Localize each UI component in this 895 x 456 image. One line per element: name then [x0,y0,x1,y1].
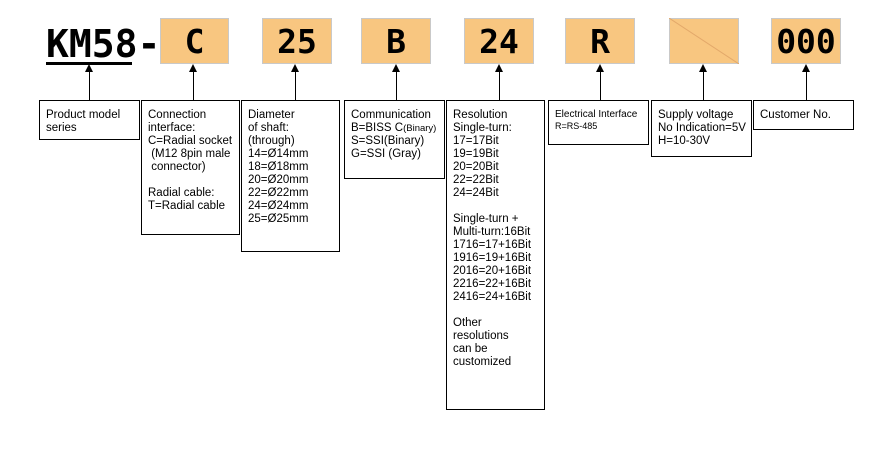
model-prefix: KM58- [46,22,161,66]
desc-interface-line: interface: [148,122,196,134]
desc-customer: Customer No. [753,100,854,130]
binary-suffix: (Binary) [403,123,437,134]
arrow-interface [189,64,197,72]
desc-resolution-line: resolutions [453,330,509,342]
code-box-customer: 000 [771,18,841,64]
desc-communication-line: Communication [351,109,431,121]
desc-resolution-line: Other [453,317,482,329]
desc-interface-line [148,174,234,187]
desc-resolution-line: 22=22Bit [453,174,499,186]
code-box-resolution: 24 [464,18,534,64]
desc-shaft-line: Diameter [248,109,295,121]
connector-line-supply [703,66,704,100]
desc-communication-line: S=SSI(Binary) [351,135,425,147]
desc-customer-line: Customer No. [760,109,831,121]
arrow-electrical [596,64,604,72]
desc-resolution-line: 19=19Bit [453,148,499,160]
desc-resolution-line: 2016=20+16Bit [453,265,532,277]
desc-series-line: series [46,122,77,134]
arrow-communication [392,64,400,72]
desc-communication-line: B=BISS C(Binary) [351,122,439,135]
arrow-supply [699,64,707,72]
desc-series: Product model series [39,100,140,140]
connector-line-series [89,66,90,100]
desc-resolution-line: 20=20Bit [453,161,499,173]
desc-electrical-line: R=RS-485 [555,121,598,131]
desc-shaft-line: (through) [248,135,295,147]
connector-line-communication [396,66,397,100]
desc-resolution-line: can be [453,343,488,355]
code-box-electrical: R [565,18,635,64]
desc-interface-line: (M12 8pin male [148,148,231,160]
desc-resolution-line: 24=24Bit [453,187,499,199]
desc-interface-line: C=Radial socket [148,135,233,147]
desc-interface-line: T=Radial cable [148,200,226,212]
desc-communication: Communication B=BISS C(Binary) S=SSI(Bin… [344,100,445,179]
arrow-customer [802,64,810,72]
arrow-resolution [495,64,503,72]
arrow-shaft [291,64,299,72]
desc-resolution-line: 1716=17+16Bit [453,239,532,251]
desc-interface-line: Radial cable: [148,187,215,199]
desc-shaft-line: 24=Ø24mm [248,200,309,212]
desc-shaft-line: 25=Ø25mm [248,213,309,225]
desc-interface-line: Connection [148,109,207,121]
desc-series-line: Product model [46,109,121,121]
supply-box-diagonal [669,18,739,64]
connector-line-customer [806,66,807,100]
desc-resolution-line: 2416=24+16Bit [453,291,532,303]
desc-resolution-line: Resolution [453,109,508,121]
code-box-communication: B [361,18,431,64]
desc-supply-line: No Indication=5V [658,122,746,134]
desc-electrical: Electrical Interface R=RS-485 [548,100,649,145]
code-box-interface: C [160,18,229,64]
arrow-series [85,64,93,72]
desc-shaft-line: of shaft: [248,122,289,134]
desc-shaft-line: 14=Ø14mm [248,148,309,160]
desc-resolution-line: Single-turn: [453,122,512,134]
connector-line-electrical [600,66,601,100]
connector-line-resolution [499,66,500,100]
desc-resolution-line: Multi-turn:16Bit [453,226,531,238]
code-box-shaft: 25 [262,18,332,64]
connector-line-shaft [295,66,296,100]
desc-shaft-line: 18=Ø18mm [248,161,309,173]
desc-interface-line: connector) [148,161,206,173]
desc-shaft-line: 20=Ø20mm [248,174,309,186]
desc-resolution-line: Single-turn + [453,213,519,225]
desc-resolution-line [453,304,539,317]
biss-c-text: B=BISS C [351,122,404,134]
desc-interface: Connection interface: C=Radial socket (M… [141,100,240,235]
desc-supply: Supply voltage No Indication=5V H=10-30V [651,100,752,157]
desc-shaft: Diameter of shaft: (through) 14=Ø14mm 18… [241,100,340,252]
desc-electrical-line: Electrical Interface [555,109,638,120]
model-underline [46,62,132,65]
desc-resolution-line: 1916=19+16Bit [453,252,532,264]
desc-communication-line: G=SSI (Gray) [351,148,421,160]
desc-resolution-line [453,200,539,213]
desc-supply-line: Supply voltage [658,109,734,121]
desc-resolution-line: customized [453,356,512,368]
desc-supply-line: H=10-30V [658,135,711,147]
desc-resolution-line: 2216=22+16Bit [453,278,532,290]
desc-shaft-line: 22=Ø22mm [248,187,309,199]
desc-resolution-line: 17=17Bit [453,135,499,147]
connector-line-interface [193,66,194,100]
desc-resolution: Resolution Single-turn: 17=17Bit 19=19Bi… [446,100,545,410]
